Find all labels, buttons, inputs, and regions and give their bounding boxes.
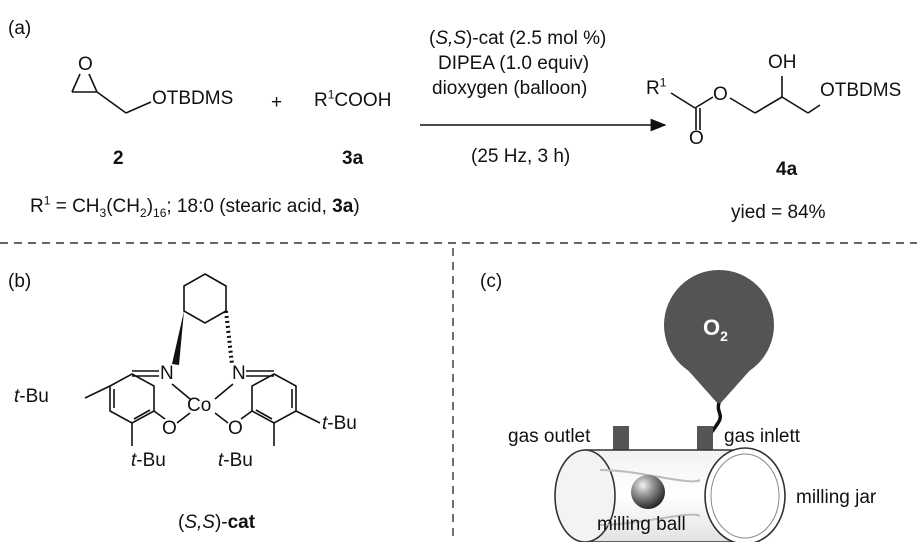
tbu-t-3: t: [131, 450, 137, 471]
tbu-rest-4: -Bu: [223, 450, 253, 471]
tbu-t-1: t: [14, 386, 20, 407]
r1-mid: (CH: [106, 196, 140, 217]
epoxide-structure: [71, 73, 152, 114]
condition-catalyst-rest: -cat (2.5 mol %): [472, 28, 607, 49]
condition-oxidant: dioxygen (balloon): [432, 78, 588, 99]
catalyst-name-bold: cat: [227, 512, 256, 533]
catalyst-cobalt: Co: [187, 395, 212, 416]
r1-sub2: 2: [140, 205, 147, 220]
tbu-t-4: t: [218, 450, 224, 471]
r1-sub3: 16: [153, 205, 167, 220]
milling-jar-body: [554, 449, 746, 542]
r1-definition: R1 = CH3(CH2)16; 18:0 (stearic acid, 3a): [30, 193, 360, 220]
product-ester-oxygen: O: [713, 84, 728, 105]
catalyst-tbu-right: t-Bu: [322, 413, 357, 435]
r1-sup: 1: [43, 193, 51, 208]
milling-ball: [631, 475, 665, 509]
epoxide-otbdms: OTBDMS: [152, 88, 234, 109]
catalyst-structure: [84, 273, 321, 446]
plus-sign: +: [271, 92, 283, 113]
epoxide-oxygen: O: [78, 54, 93, 75]
r1-tail: ; 18:0 (stearic acid,: [166, 196, 333, 217]
catalyst-name: (S,S)-cat: [178, 512, 256, 533]
compound-3a-label: 3a: [342, 148, 364, 169]
product-carbonyl-oxygen: O: [689, 128, 704, 149]
milling-jar-end-cap: [704, 447, 786, 542]
r1-close: ): [146, 196, 154, 217]
compound-4a-label: 4a: [776, 159, 798, 180]
catalyst-o-right: O: [228, 418, 243, 439]
tbu-rest-2: -Bu: [327, 413, 357, 434]
milling-jar-label: milling jar: [796, 487, 877, 508]
acid-sup: 1: [327, 87, 335, 102]
catalyst-name-stereo: S,S: [184, 512, 215, 533]
product-r1: R1: [646, 75, 667, 100]
panel-label-c: (c): [480, 271, 503, 292]
balloon: [664, 270, 774, 405]
gas-outlet-label: gas outlet: [508, 426, 591, 447]
condition-catalyst: (S,S)-cat (2.5 mol %): [429, 28, 607, 49]
catalyst-tbu-left: t-Bu: [14, 386, 49, 408]
panel-label-b: (b): [8, 271, 32, 292]
condition-base: DIPEA (1.0 equiv): [438, 53, 590, 74]
r1-bold: 3a: [332, 196, 354, 217]
gas-inlet-port: [697, 426, 713, 450]
product-structure: [670, 76, 821, 130]
product-hydroxyl: OH: [768, 52, 797, 73]
catalyst-o-left: O: [162, 418, 177, 439]
tbu-rest-1: -Bu: [19, 386, 49, 407]
catalyst-tbu-bottom-left: t-Bu: [131, 450, 166, 472]
product-otbdms: OTBDMS: [820, 80, 902, 101]
product-sup: 1: [659, 75, 667, 90]
tbu-t-2: t: [322, 413, 328, 434]
r1-end: ): [353, 196, 360, 217]
panel-label-a: (a): [8, 18, 32, 39]
catalyst-n-right: N: [232, 363, 246, 384]
acid-r: R: [314, 90, 328, 111]
gas-outlet-port: [613, 426, 629, 450]
yield-label: yied = 84%: [731, 202, 826, 223]
compound-2-label: 2: [113, 148, 124, 169]
o2-label: O2: [703, 315, 728, 344]
milling-ball-label: milling ball: [597, 514, 686, 535]
r1-sub1: 3: [99, 205, 107, 220]
catalyst-n-left: N: [160, 363, 174, 384]
acid-rest: COOH: [334, 90, 392, 111]
milling-jar-end-inner: [710, 453, 780, 539]
condition-stereo: S,S: [435, 28, 466, 49]
r1-lhs: R: [30, 196, 44, 217]
catalyst-tbu-bottom-right: t-Bu: [218, 450, 253, 472]
gas-inlet-label: gas inlett: [724, 426, 801, 447]
product-r: R: [646, 78, 660, 99]
condition-milling: (25 Hz, 3 h): [471, 146, 571, 167]
r1-eq: = CH: [50, 196, 100, 217]
tbu-rest-3: -Bu: [136, 450, 166, 471]
acid-formula: R1COOH: [314, 87, 392, 112]
